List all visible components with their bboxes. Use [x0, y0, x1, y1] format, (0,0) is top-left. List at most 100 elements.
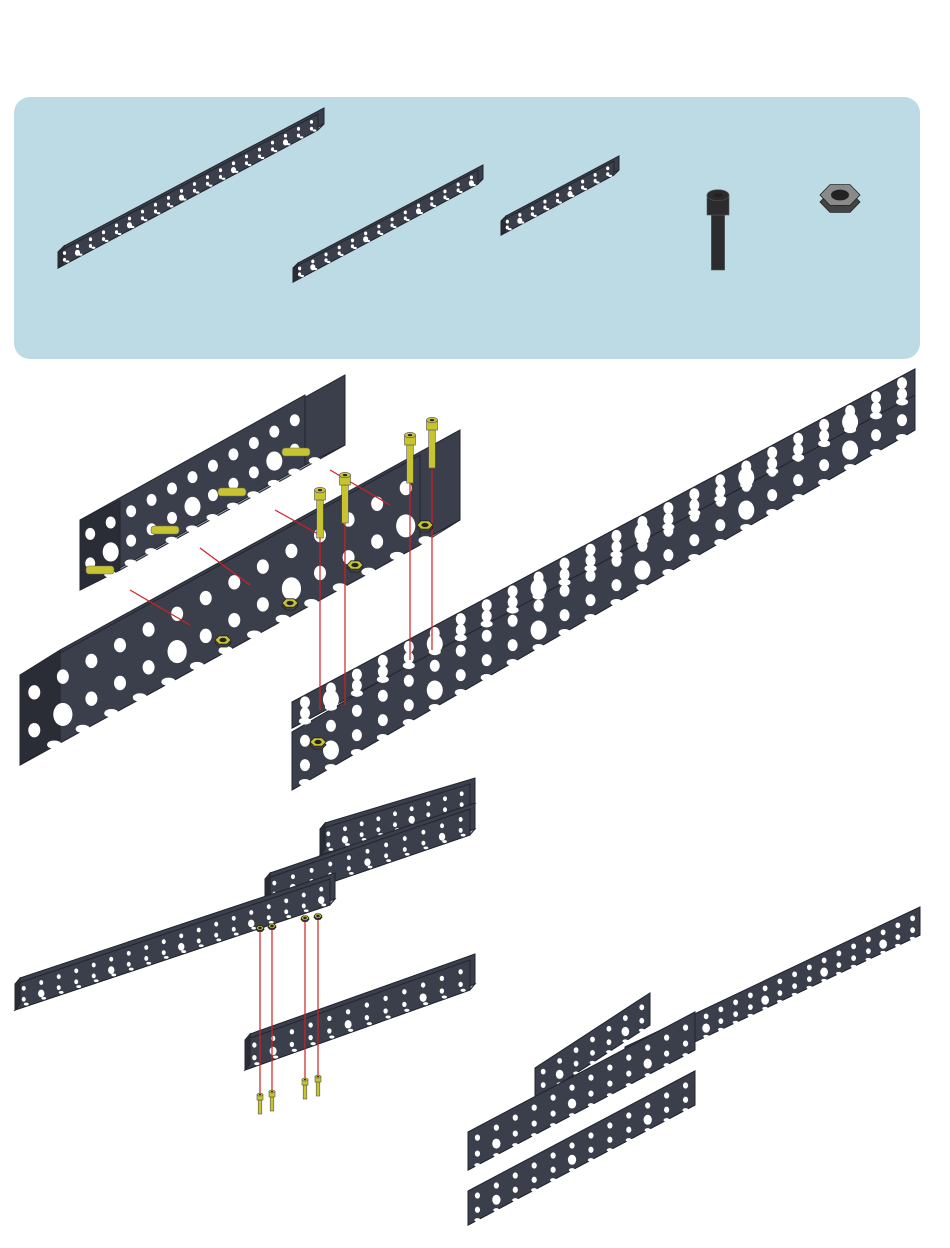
nut-hole [258, 927, 262, 929]
channel-base-hole [349, 872, 354, 875]
channel-hole [807, 964, 812, 970]
channel-hole [482, 599, 492, 611]
channel-hole [404, 211, 407, 215]
channel-hole [421, 830, 425, 835]
channel-hole [622, 1027, 630, 1036]
channel-hole [420, 993, 427, 1001]
channel-hole [57, 985, 61, 990]
channel-hole [866, 948, 871, 954]
channel-base-hole [269, 921, 274, 924]
channel-base-hole [762, 1007, 768, 1010]
channel-hole [200, 591, 212, 605]
channel-hole [626, 1112, 631, 1118]
channel-base-hole [718, 1028, 724, 1031]
channel-base-hole [247, 630, 261, 638]
channel-hole [28, 685, 40, 699]
channel-hole [508, 585, 518, 597]
channel-base-hole [366, 240, 370, 242]
channel-hole [807, 976, 812, 982]
channel-hole [252, 1055, 256, 1060]
channel-hole [351, 239, 354, 243]
channel-hole [364, 232, 367, 236]
channel-hole [534, 571, 544, 583]
channel-hole [586, 544, 596, 556]
channel-hole [683, 1097, 688, 1103]
channel-hole [284, 909, 288, 914]
channel-hole [326, 842, 330, 847]
channel-base-hole [606, 1050, 612, 1053]
channel-hole [777, 978, 782, 984]
channel-base-hole [596, 181, 600, 183]
channel-hole [531, 206, 534, 210]
channel-base-hole [622, 1039, 628, 1042]
channel-hole [513, 1130, 518, 1136]
channel-base-hole [870, 449, 882, 456]
nut-hole [303, 917, 307, 919]
channel-hole [482, 610, 492, 622]
channel-hole [494, 1182, 499, 1188]
channel-hole [594, 173, 597, 177]
yellow-nut [282, 599, 298, 610]
channel-hole [297, 134, 300, 138]
channel-hole [459, 828, 463, 833]
channel-hole [792, 971, 797, 977]
channel-base-hole [429, 648, 441, 655]
channel-hole [352, 669, 362, 681]
channel-base-hole [146, 962, 151, 965]
channel-base-hole [626, 1083, 632, 1087]
screw-shaft [316, 1082, 320, 1096]
channel-base-hole [777, 1000, 783, 1003]
channel-base-hole [610, 599, 622, 606]
channel-hole [197, 928, 201, 933]
channel-base-hole [377, 676, 389, 683]
screw-socket [304, 1079, 306, 1080]
channel-hole [310, 127, 313, 131]
channel-base-hole [531, 1133, 537, 1137]
nut-hole [421, 523, 428, 527]
channel-hole [347, 866, 351, 871]
channel-hole [741, 460, 751, 472]
step-join-channels [20, 369, 915, 790]
channel-front-wall [501, 161, 614, 235]
channel-hole [114, 676, 126, 690]
channel-base-hole [895, 944, 901, 947]
channel-hole [185, 497, 201, 516]
channel-hole [793, 444, 803, 456]
channel-hole [219, 175, 222, 179]
channel-hole [128, 217, 131, 221]
channel-hole [57, 974, 61, 979]
channel-hole [28, 723, 40, 737]
channel-base-hole [682, 1108, 688, 1112]
channel-hole [376, 816, 380, 821]
channel-base-hole [664, 1118, 670, 1122]
channel-base-hole [94, 979, 99, 982]
channel-hole [518, 213, 521, 217]
channel-hole [460, 802, 464, 807]
channel-hole [439, 833, 445, 841]
channel-base-hole [896, 398, 908, 405]
channel-hole [532, 1177, 537, 1183]
channel-base-hole [111, 974, 116, 977]
channel-base-hole [493, 1153, 499, 1157]
channel-hole [327, 1016, 331, 1021]
channel-base-hole [157, 212, 161, 214]
channel-hole [249, 466, 259, 478]
channel-hole [208, 489, 218, 501]
channel-hole [822, 957, 827, 963]
channel-hole [607, 1137, 612, 1143]
channel-hole [568, 1155, 576, 1165]
channel-hole [127, 951, 131, 956]
channel-hole [141, 210, 144, 214]
channel-base-hole [472, 184, 476, 186]
channel-hole [611, 530, 621, 542]
channel-hole [38, 990, 44, 998]
channel-base-hole [740, 482, 752, 489]
channel-hole [141, 216, 144, 220]
channel-hole [421, 841, 425, 846]
channel-hole [403, 836, 407, 841]
channel-hole [664, 1035, 669, 1041]
channel-hole [513, 1172, 518, 1178]
channel-hole [506, 220, 509, 224]
channel-hole [115, 230, 118, 234]
channel-hole [541, 1082, 546, 1088]
